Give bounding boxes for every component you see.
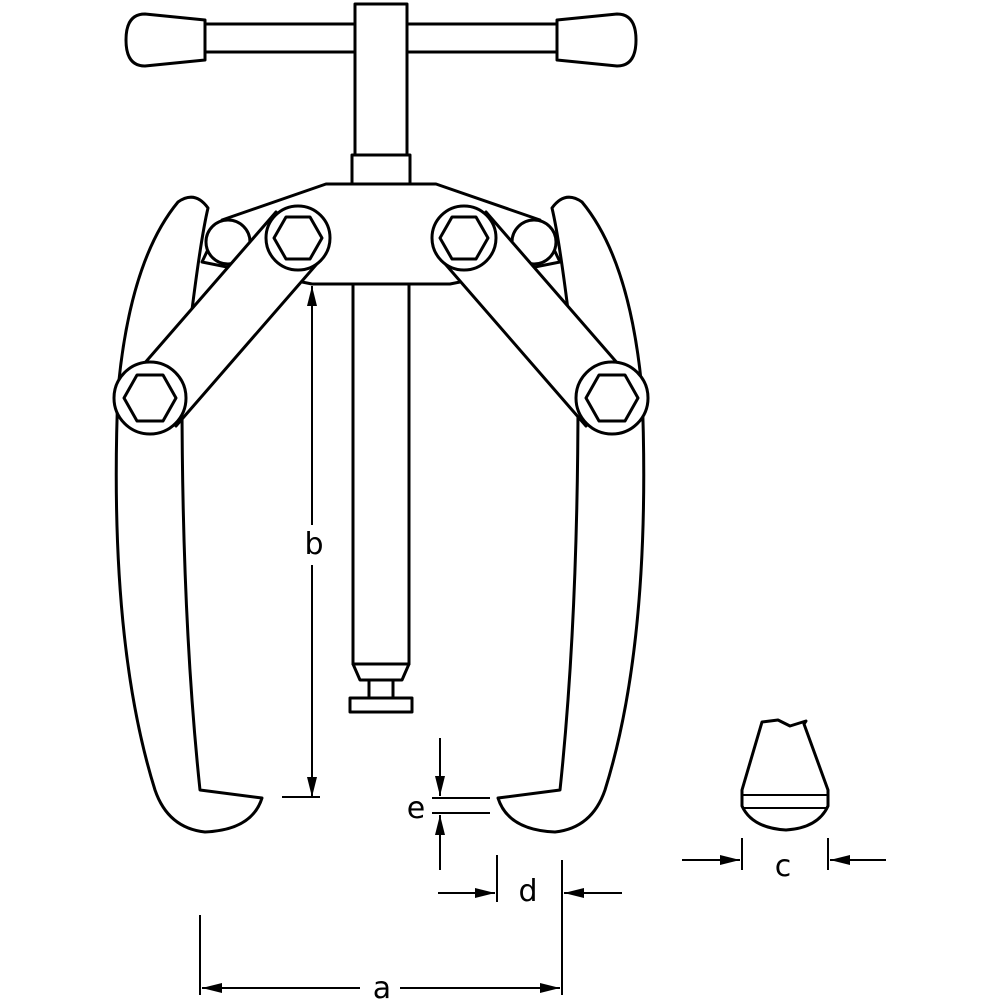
bolts — [122, 215, 640, 423]
hex-bolt-icon — [438, 215, 490, 261]
pad-neck — [367, 678, 395, 700]
dimension-e: e — [407, 738, 490, 870]
jaw-tip-detail — [740, 718, 830, 832]
dimension-label-b: b — [304, 527, 323, 562]
handle-grip-left — [124, 12, 207, 68]
dimension-b: b — [282, 286, 324, 798]
hex-bolt-icon — [122, 373, 178, 423]
spindle-tip — [351, 662, 411, 682]
spindle-upper — [353, 2, 409, 158]
dimension-d: d — [438, 855, 622, 909]
dimension-label-e: e — [407, 791, 425, 826]
hex-bolt-icon — [584, 373, 640, 423]
handle-grip-right — [555, 12, 638, 68]
pressure-pad — [348, 696, 414, 714]
dimension-a: a — [199, 860, 563, 1000]
dimension-label-d: d — [518, 874, 537, 909]
dimension-label-a: a — [373, 971, 391, 1000]
spindle-lower — [348, 282, 414, 714]
dimension-label-c: c — [775, 849, 792, 884]
jaw-tip-body — [740, 718, 830, 832]
spindle-collar — [350, 153, 412, 187]
hex-bolt-icon — [272, 215, 324, 261]
spindle-shaft — [351, 282, 411, 666]
t-handle — [124, 2, 638, 187]
dimension-c: c — [682, 838, 886, 884]
